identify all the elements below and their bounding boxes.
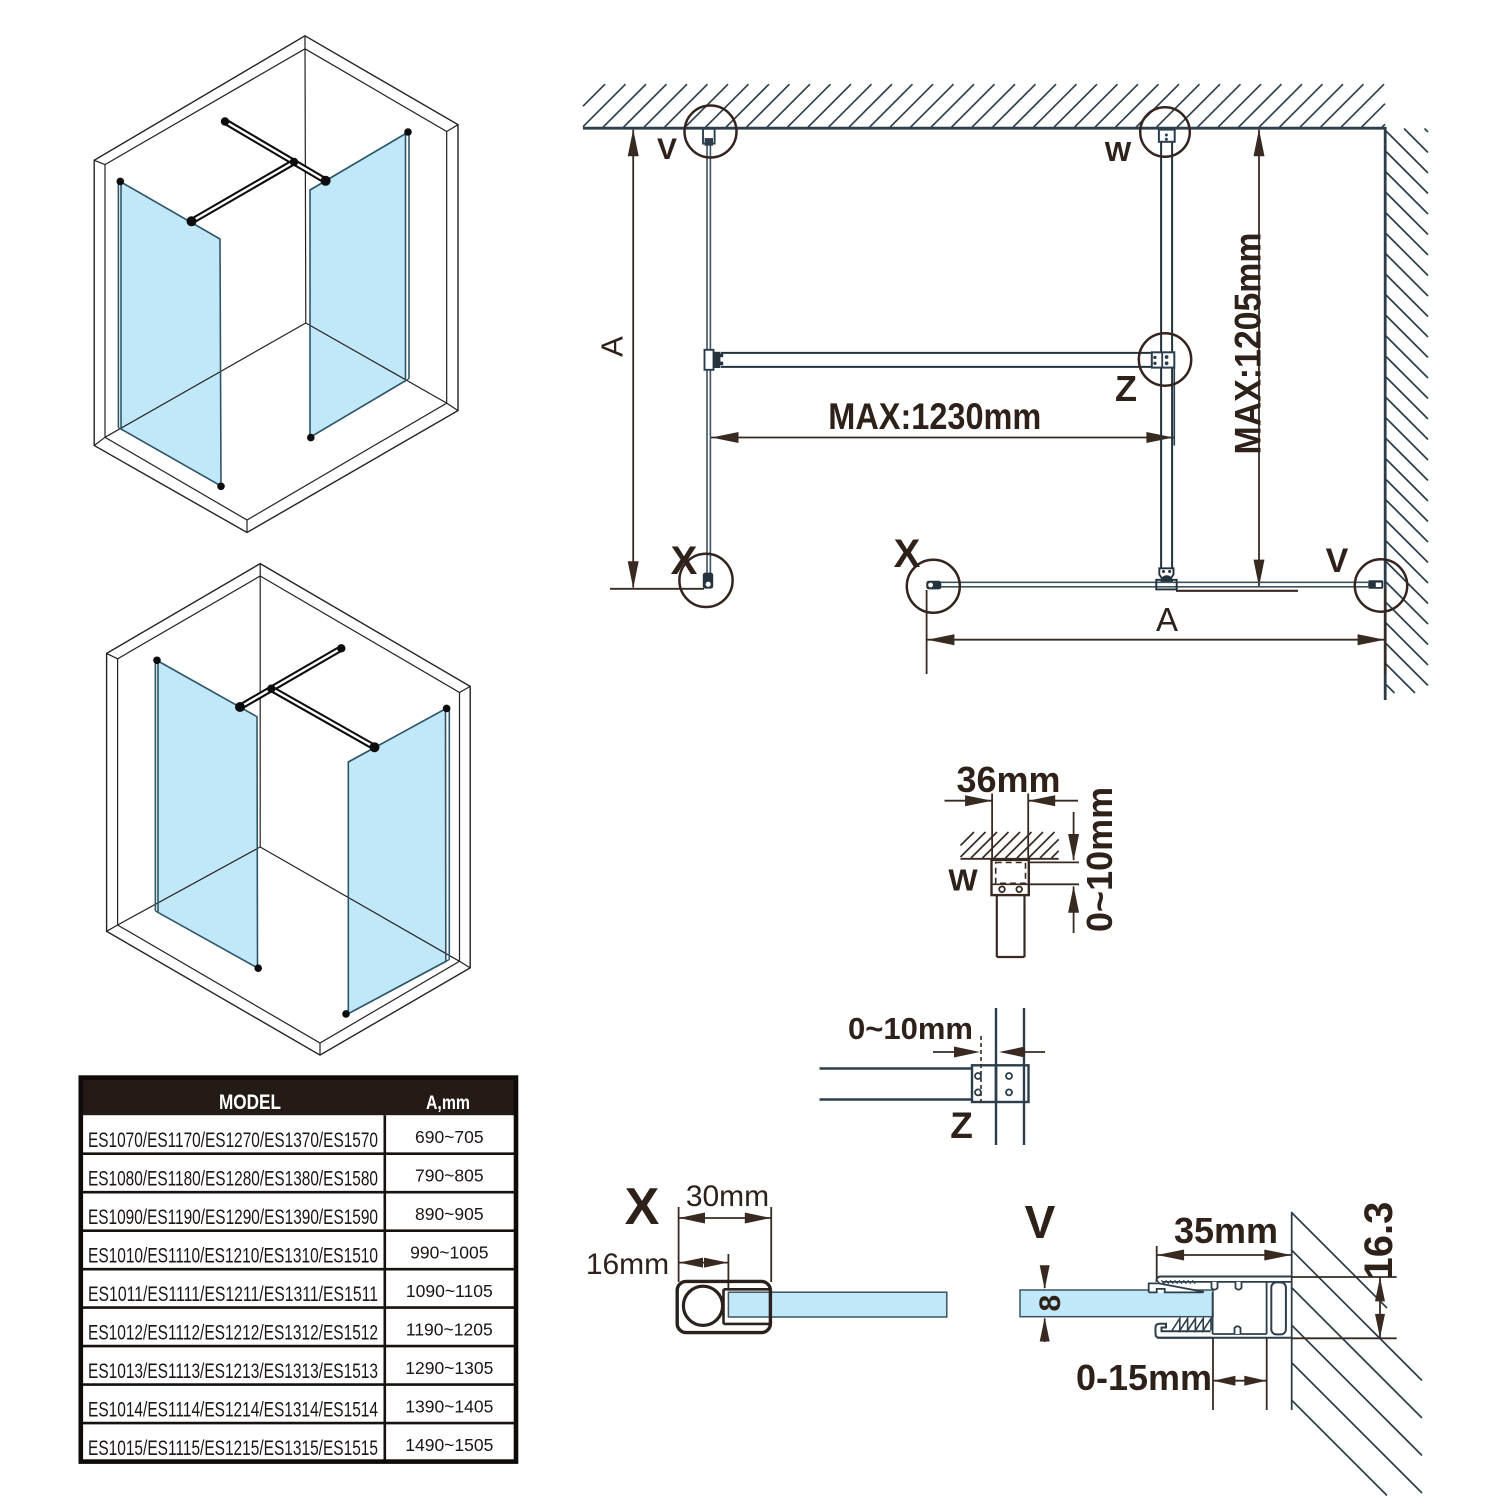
svg-text:X: X bbox=[894, 532, 921, 576]
svg-text:ES1080/ES1180/ES1280/ES1380/ES: ES1080/ES1180/ES1280/ES1380/ES1580 bbox=[88, 1167, 378, 1191]
svg-text:8: 8 bbox=[1034, 1295, 1067, 1312]
svg-text:690~705: 690~705 bbox=[415, 1127, 484, 1147]
svg-text:35mm: 35mm bbox=[1174, 1210, 1278, 1251]
svg-text:W: W bbox=[948, 863, 978, 898]
svg-text:MAX:1205mm: MAX:1205mm bbox=[1228, 233, 1269, 455]
svg-text:Z: Z bbox=[1115, 368, 1137, 409]
svg-text:36mm: 36mm bbox=[956, 759, 1060, 800]
svg-text:790~805: 790~805 bbox=[415, 1165, 484, 1185]
svg-text:16.3: 16.3 bbox=[1357, 1202, 1401, 1280]
svg-text:ES1014/ES1114/ES1214/ES1314/ES: ES1014/ES1114/ES1214/ES1314/ES1514 bbox=[88, 1398, 378, 1422]
svg-text:0~10mm: 0~10mm bbox=[848, 1011, 973, 1046]
svg-text:MAX:1230mm: MAX:1230mm bbox=[828, 396, 1041, 437]
svg-text:ES1013/ES1113/ES1213/ES1313/ES: ES1013/ES1113/ES1213/ES1313/ES1513 bbox=[88, 1359, 378, 1383]
svg-text:1490~1505: 1490~1505 bbox=[405, 1435, 493, 1455]
svg-text:X: X bbox=[671, 539, 698, 583]
svg-text:V: V bbox=[1326, 542, 1349, 580]
svg-text:890~905: 890~905 bbox=[415, 1204, 484, 1224]
svg-text:ES1010/ES1110/ES1210/ES1310/ES: ES1010/ES1110/ES1210/ES1310/ES1510 bbox=[88, 1244, 378, 1268]
svg-text:1090~1105: 1090~1105 bbox=[406, 1281, 493, 1301]
svg-text:V: V bbox=[1025, 1196, 1056, 1248]
svg-text:ES1015/ES1115/ES1215/ES1315/ES: ES1015/ES1115/ES1215/ES1315/ES1515 bbox=[88, 1436, 378, 1460]
svg-text:16mm: 16mm bbox=[586, 1248, 669, 1281]
svg-text:1290~1305: 1290~1305 bbox=[405, 1358, 493, 1378]
svg-text:ES1012/ES1112/ES1212/ES1312/ES: ES1012/ES1112/ES1212/ES1312/ES1512 bbox=[88, 1321, 378, 1345]
svg-text:990~1005: 990~1005 bbox=[410, 1242, 488, 1262]
svg-text:W: W bbox=[1105, 136, 1132, 167]
svg-text:Z: Z bbox=[950, 1105, 973, 1146]
svg-text:1190~1205: 1190~1205 bbox=[406, 1319, 493, 1339]
svg-text:ES1070/ES1170/ES1270/ES1370/ES: ES1070/ES1170/ES1270/ES1370/ES1570 bbox=[88, 1128, 378, 1152]
svg-text:X: X bbox=[625, 1178, 660, 1236]
svg-text:A: A bbox=[595, 336, 630, 357]
svg-text:0~10mm: 0~10mm bbox=[1079, 787, 1120, 932]
svg-text:ES1090/ES1190/ES1290/ES1390/ES: ES1090/ES1190/ES1290/ES1390/ES1590 bbox=[88, 1205, 378, 1229]
svg-text:A: A bbox=[1156, 601, 1178, 638]
svg-text:0-15mm: 0-15mm bbox=[1076, 1357, 1212, 1398]
svg-text:ES1011/ES1111/ES1211/ES1311/ES: ES1011/ES1111/ES1211/ES1311/ES1511 bbox=[88, 1282, 378, 1306]
svg-text:V: V bbox=[657, 133, 677, 166]
svg-text:MODEL: MODEL bbox=[219, 1091, 281, 1114]
svg-text:1390~1405: 1390~1405 bbox=[405, 1396, 493, 1416]
svg-text:A,mm: A,mm bbox=[426, 1093, 470, 1114]
svg-text:30mm: 30mm bbox=[686, 1180, 769, 1213]
